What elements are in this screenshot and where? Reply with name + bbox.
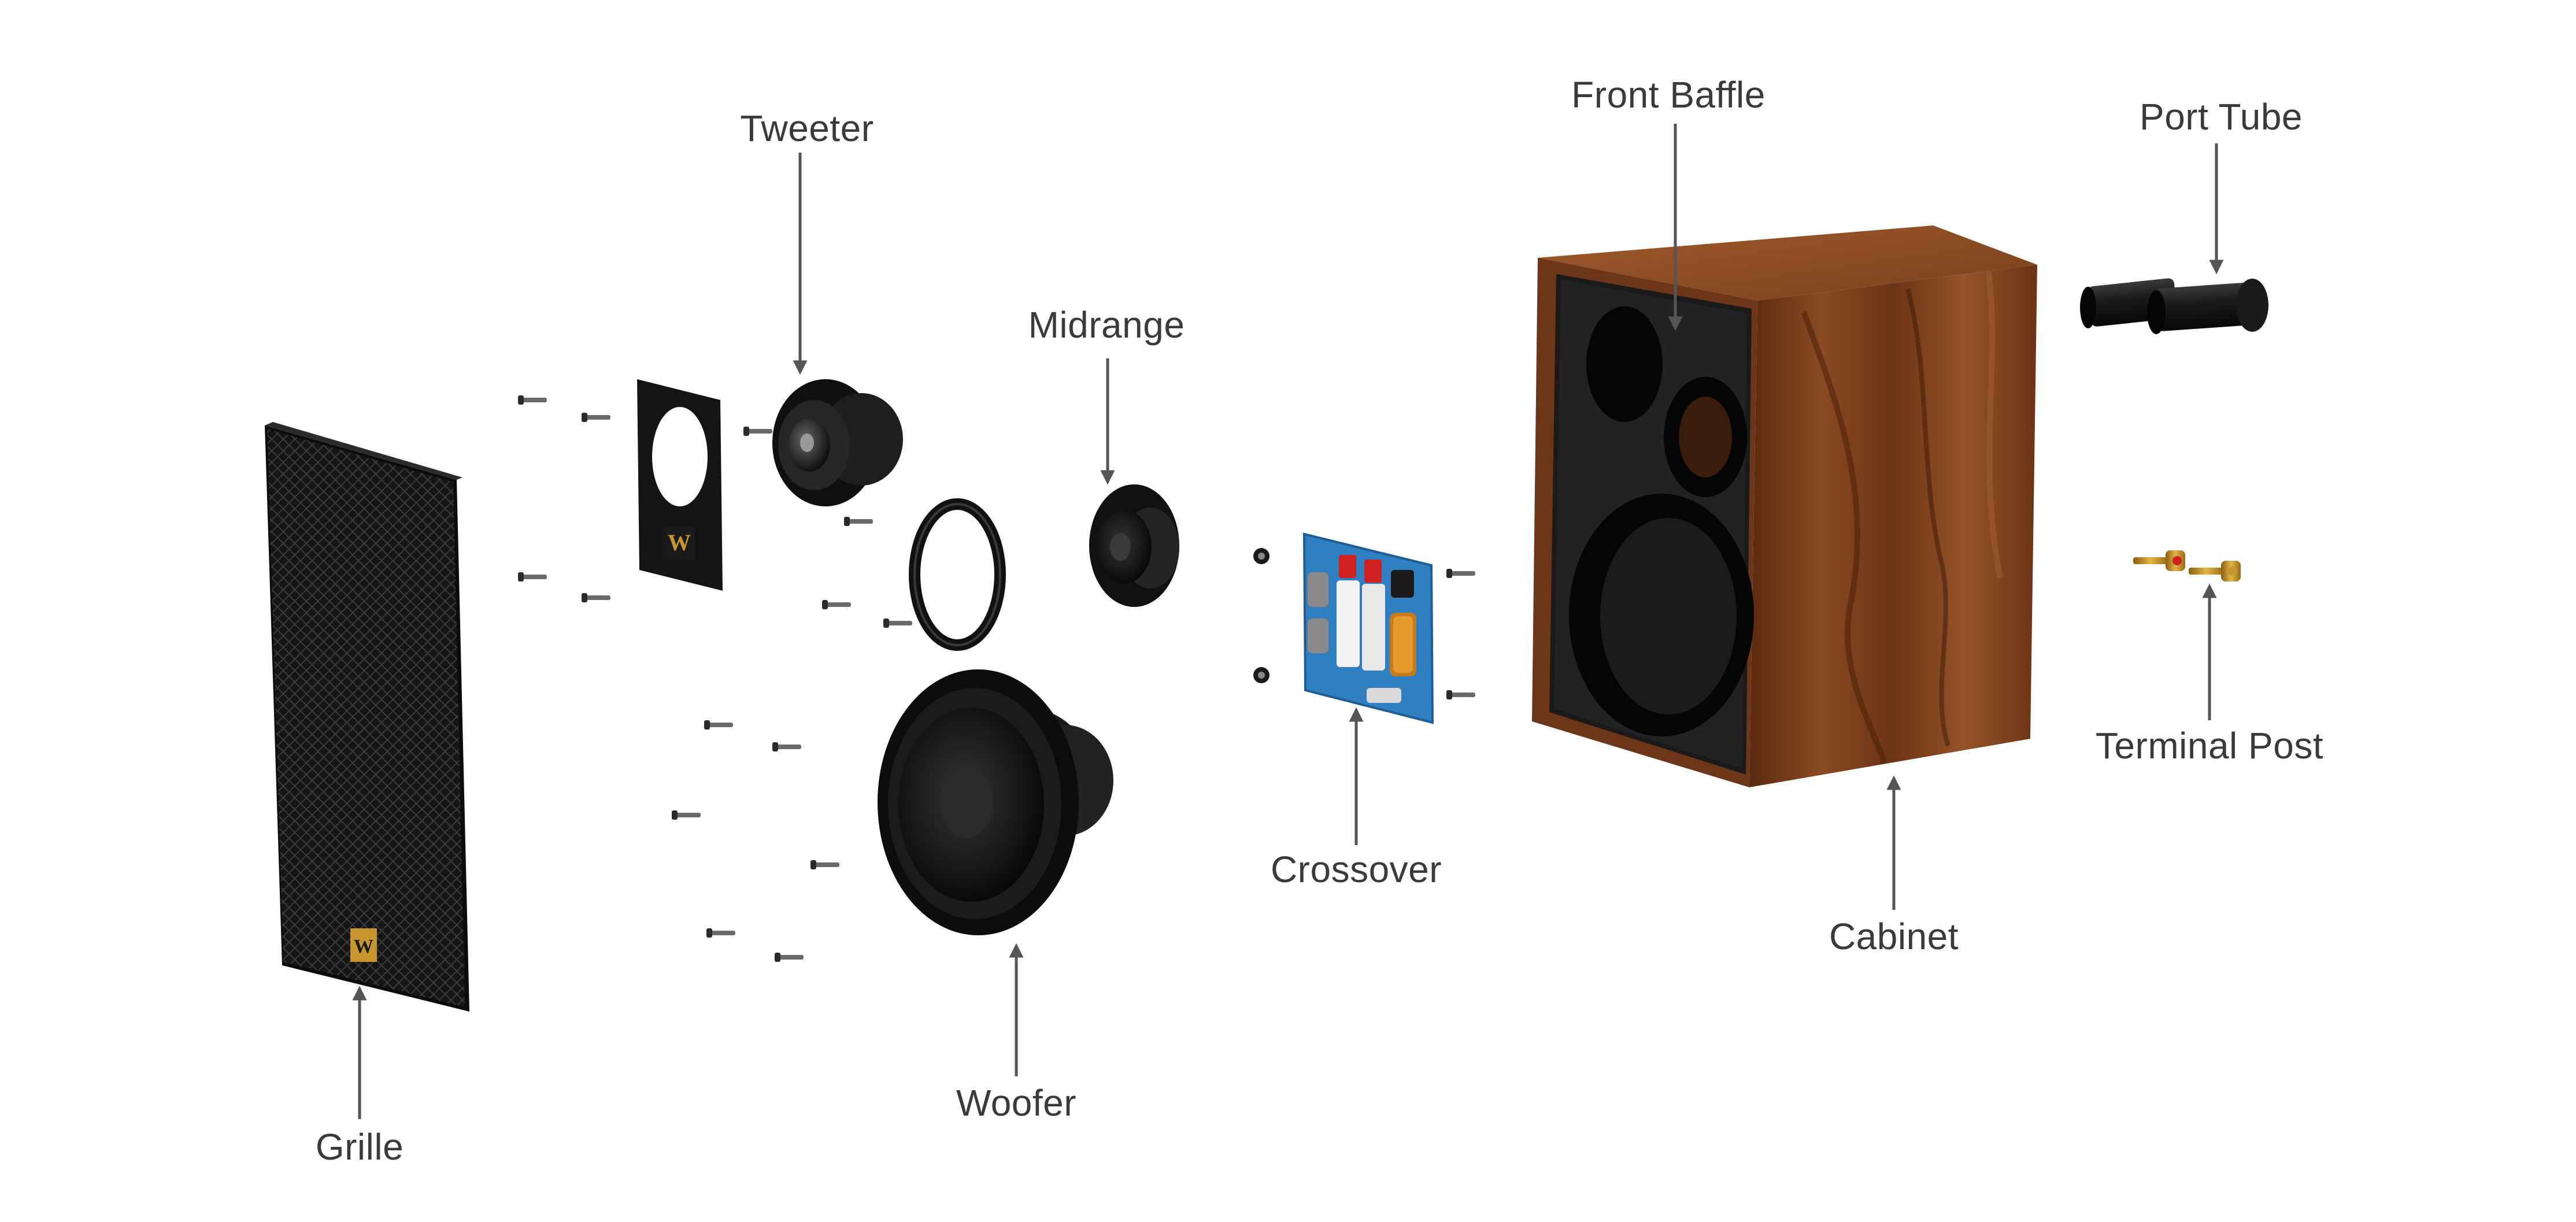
- grille-label: Grille: [315, 1126, 404, 1168]
- midrange-driver: [1089, 484, 1179, 607]
- grille-logo: W: [350, 928, 377, 962]
- cabinet: [1532, 225, 2037, 787]
- plate-logo-glyph: W: [668, 529, 691, 556]
- tweeter-driver: [772, 379, 903, 506]
- cabinet-label: Cabinet: [1829, 916, 1959, 957]
- front-baffle: [1554, 280, 1754, 769]
- midrange-gasket-ring: [909, 498, 1006, 651]
- plate-logo: W: [664, 526, 695, 560]
- crossover-label: Crossover: [1270, 849, 1442, 890]
- crossover-board: [1253, 532, 1475, 724]
- terminal-posts: [2133, 550, 2241, 582]
- port-tube-label: Port Tube: [2140, 96, 2303, 138]
- front-baffle-label: Front Baffle: [1571, 74, 1766, 116]
- woofer-driver: [878, 669, 1113, 935]
- woofer-label: Woofer: [956, 1082, 1077, 1124]
- leader-arrows: [352, 124, 2224, 1119]
- tweeter-label: Tweeter: [740, 108, 874, 149]
- terminal-post-label: Terminal Post: [2095, 725, 2324, 766]
- grille-panel: W: [265, 422, 469, 1012]
- port-tubes: [2080, 278, 2268, 334]
- tweeter-mounting-plate: W: [637, 379, 723, 591]
- grille-logo-glyph: W: [354, 936, 373, 957]
- midrange-label: Midrange: [1028, 304, 1185, 346]
